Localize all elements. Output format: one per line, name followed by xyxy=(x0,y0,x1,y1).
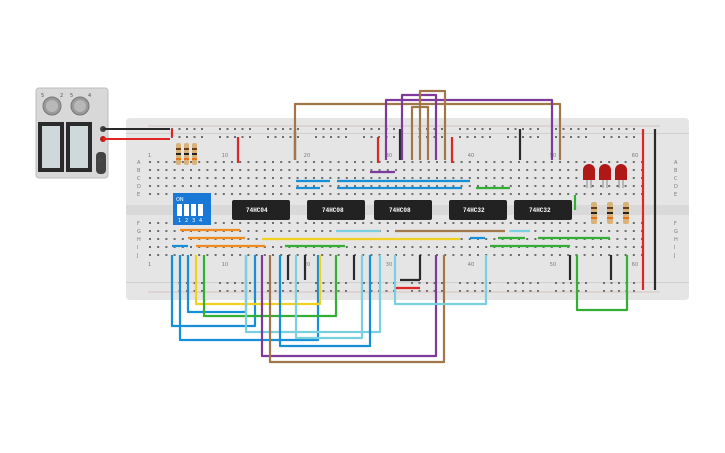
wires[interactable] xyxy=(170,89,657,364)
row-letter: I xyxy=(674,245,675,251)
green-loop[interactable] xyxy=(575,255,629,312)
dip-toggle-3[interactable] xyxy=(191,204,196,216)
dip-toggle-4[interactable] xyxy=(198,204,203,216)
dial-label-3: 5 xyxy=(70,93,73,99)
chip-74hc32-b[interactable]: 74HC32 xyxy=(514,200,572,220)
dip-number-4: 4 xyxy=(199,218,202,224)
row-letter: B xyxy=(137,168,141,174)
brown-jumper-2[interactable] xyxy=(418,89,447,160)
brown-jumper-1[interactable] xyxy=(293,102,562,160)
row-letter: E xyxy=(137,192,140,198)
column-number: 30 xyxy=(386,262,392,268)
chip-74hc08-a[interactable]: 74HC08 xyxy=(307,200,365,220)
brown-jumper-3[interactable] xyxy=(410,105,430,160)
pullup-resistors[interactable] xyxy=(176,143,197,165)
column-number: 20 xyxy=(304,153,310,159)
row-letter: E xyxy=(674,192,677,198)
led-3 xyxy=(615,164,627,180)
dip-number-3: 3 xyxy=(192,218,195,224)
led-resistors[interactable] xyxy=(591,202,629,224)
dip-switch[interactable]: ON 1 2 3 4 xyxy=(173,193,211,225)
blue-loop[interactable] xyxy=(170,255,257,328)
row-letter: H xyxy=(674,237,678,243)
chip-label: 74HC32 xyxy=(463,207,485,214)
power-supply[interactable]: 5 2 5 4 II xyxy=(35,87,109,179)
purple-jumper-1[interactable] xyxy=(384,98,554,160)
yellow-loop[interactable] xyxy=(194,255,322,306)
chip-label: 74HC04 xyxy=(246,207,268,214)
cyan-loop[interactable] xyxy=(294,255,364,340)
row-letter: F xyxy=(674,221,677,227)
row-letter: G xyxy=(674,229,678,235)
blue-loop[interactable] xyxy=(278,255,372,348)
chip-74hc08-b[interactable]: 74HC08 xyxy=(374,200,432,220)
dip-number-2: 2 xyxy=(185,218,188,224)
row-letter: F xyxy=(137,221,140,227)
brown-loop[interactable] xyxy=(268,255,446,364)
row-letter: D xyxy=(137,184,141,190)
column-number: 50 xyxy=(550,262,556,268)
row-letter: A xyxy=(137,160,141,166)
switch-label-top: II xyxy=(99,158,102,164)
column-number: 10 xyxy=(222,153,228,159)
output-leds[interactable] xyxy=(583,164,627,188)
column-number: 10 xyxy=(222,262,228,268)
cyan-loop[interactable] xyxy=(393,255,488,306)
row-letter: B xyxy=(674,168,678,174)
dip-toggle-2[interactable] xyxy=(184,204,189,216)
purple-loop[interactable] xyxy=(260,255,438,358)
row-letter: A xyxy=(674,160,678,166)
power-switch[interactable] xyxy=(96,152,106,174)
column-number: 1 xyxy=(148,153,151,159)
dial-label-4: 4 xyxy=(88,93,91,99)
chip-74hc04[interactable]: 74HC04 xyxy=(232,200,290,220)
dip-on-label: ON xyxy=(176,197,184,203)
chip-label: 74HC08 xyxy=(322,207,344,214)
blue-loop[interactable] xyxy=(178,255,320,342)
dip-number-1: 1 xyxy=(178,218,181,224)
chip-label: 74HC32 xyxy=(529,207,551,214)
dial-label-2: 2 xyxy=(60,93,63,99)
column-number: 60 xyxy=(632,262,638,268)
led-2 xyxy=(599,164,611,180)
chip-label: 74HC08 xyxy=(389,207,411,214)
column-number: 30 xyxy=(386,153,392,159)
dip-toggle-1[interactable] xyxy=(177,204,182,216)
row-letter: C xyxy=(137,176,141,182)
row-letter: H xyxy=(137,237,141,243)
row-letter: D xyxy=(674,184,678,190)
column-number: 1 xyxy=(148,262,151,268)
row-letter: C xyxy=(674,176,678,182)
row-letter: G xyxy=(137,229,141,235)
led-1 xyxy=(583,164,595,180)
dial-label-1: 5 xyxy=(41,93,44,99)
column-number: 40 xyxy=(468,153,474,159)
row-letter: J xyxy=(673,253,675,259)
column-number: 60 xyxy=(632,153,638,159)
row-letter: I xyxy=(137,245,138,251)
column-number: 20 xyxy=(304,262,310,268)
chip-74hc32-a[interactable]: 74HC32 xyxy=(449,200,507,220)
row-letter: J xyxy=(136,253,138,259)
cyan-loop[interactable] xyxy=(244,255,382,334)
column-number: 40 xyxy=(468,262,474,268)
